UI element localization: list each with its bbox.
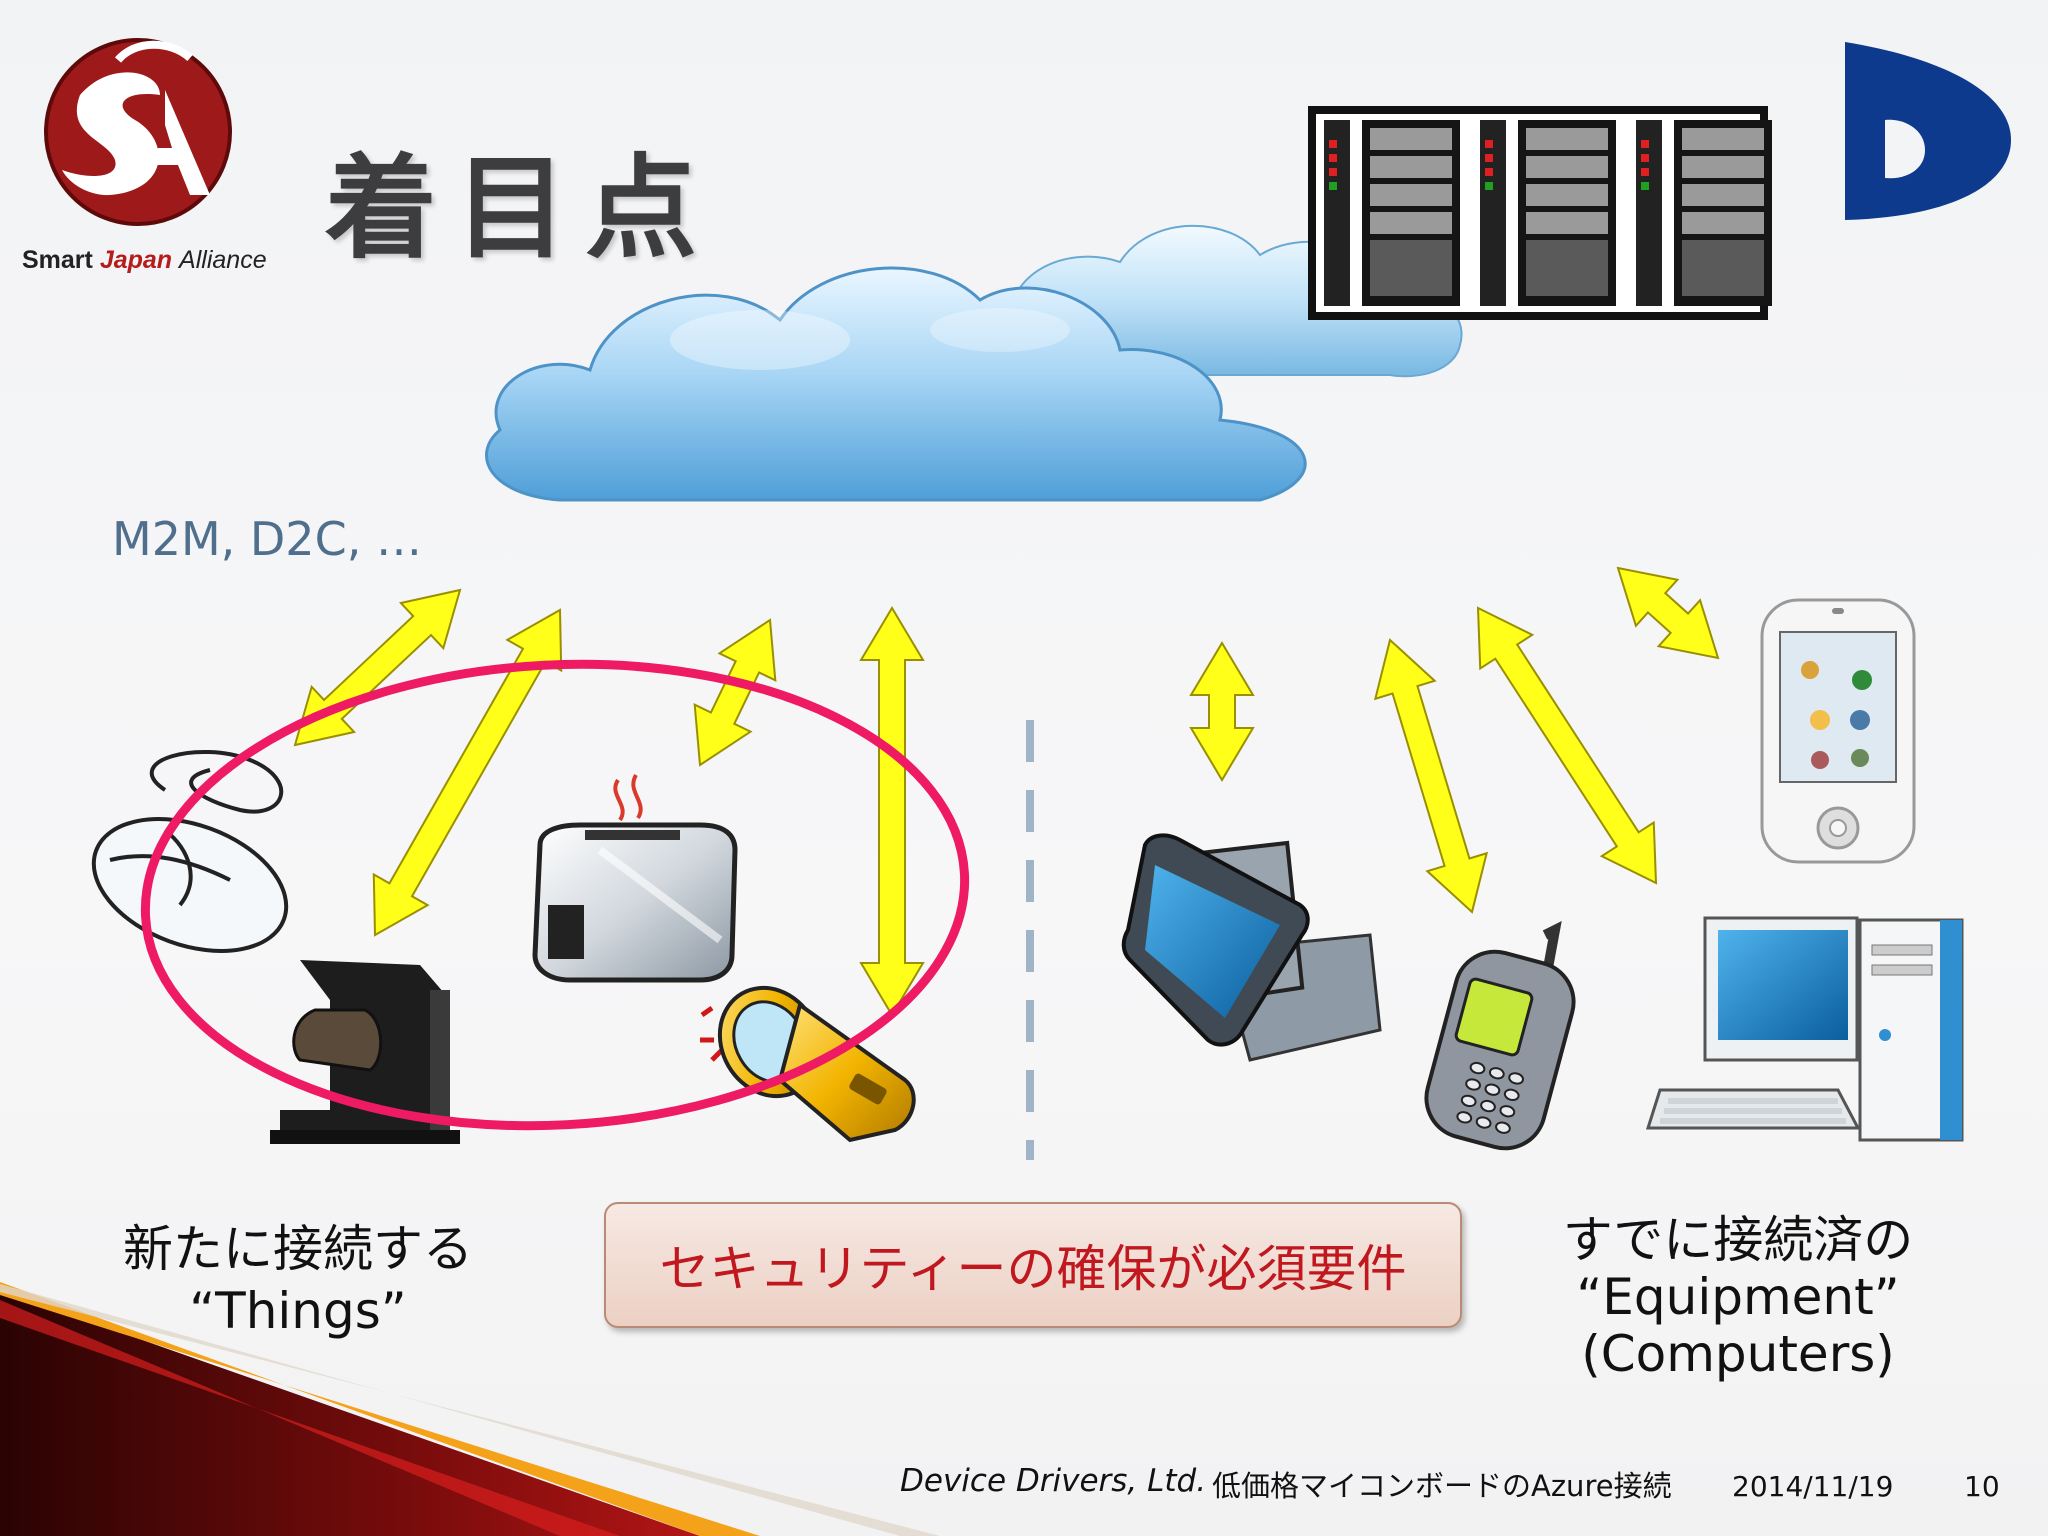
security-requirement-text: セキュリティーの確保が必須要件 <box>659 1240 1407 1298</box>
mobile-phone-icon <box>1424 921 1576 1151</box>
footer-date: 2014/11/19 <box>1732 1470 1894 1503</box>
corner-swoosh <box>0 1282 940 1536</box>
double-arrow-3 <box>693 618 777 767</box>
double-arrow-6 <box>1373 638 1489 914</box>
equipment-caption-line3: (Computers) <box>1581 1325 1895 1383</box>
desktop-computer-icon <box>1645 916 1964 1142</box>
double-arrow-1 <box>293 588 462 747</box>
highlight-ellipse <box>140 659 970 1131</box>
double-arrow-7 <box>1476 606 1658 885</box>
footer-page-number: 10 <box>1964 1470 2000 1503</box>
equipment-caption-line1: すでに接続済の <box>1562 1211 1914 1269</box>
flashlight-icon <box>700 985 916 1143</box>
logo-caption-japan: Japan <box>99 246 173 274</box>
double-arrow-4 <box>859 606 925 1017</box>
protocol-label: M2M, D2C, … <box>112 512 422 566</box>
cloud-icon <box>485 224 1463 502</box>
tablet-icon <box>1121 833 1382 1062</box>
coffee-maker-icon <box>270 960 460 1144</box>
security-requirement-box: セキュリティーの確保が必須要件 <box>604 1202 1462 1328</box>
footer-company: Device Drivers, Ltd. <box>900 1463 1207 1499</box>
equipment-caption-line2: “Equipment” <box>1576 1268 1900 1326</box>
logo-caption-smart: Smart <box>22 246 93 274</box>
logo-caption-alliance: Alliance <box>179 246 267 274</box>
double-arrow-5 <box>1189 641 1255 782</box>
server-rack-icon <box>1308 106 1772 320</box>
equipment-caption: すでに接続済の “Equipment” (Computers) <box>1498 1212 1978 1383</box>
mouse-icon <box>91 749 289 953</box>
sja-logo-caption: Smart Japan Alliance <box>22 246 267 275</box>
double-arrow-8 <box>1616 566 1720 660</box>
sja-logo-icon <box>44 38 232 226</box>
things-caption-line2: “Things” <box>189 1282 407 1340</box>
device-drivers-logo-icon <box>1845 42 2012 220</box>
things-caption: 新たに接続する “Things” <box>118 1218 478 1342</box>
toaster-icon <box>532 773 738 983</box>
things-caption-line1: 新たに接続する <box>123 1220 473 1278</box>
double-arrow-icon <box>293 566 1720 1017</box>
footer-subject: 低価格マイコンボードのAzure接続 <box>1212 1469 1672 1503</box>
page-title: 着目点 <box>325 144 715 274</box>
pda-icon <box>1760 598 1916 864</box>
